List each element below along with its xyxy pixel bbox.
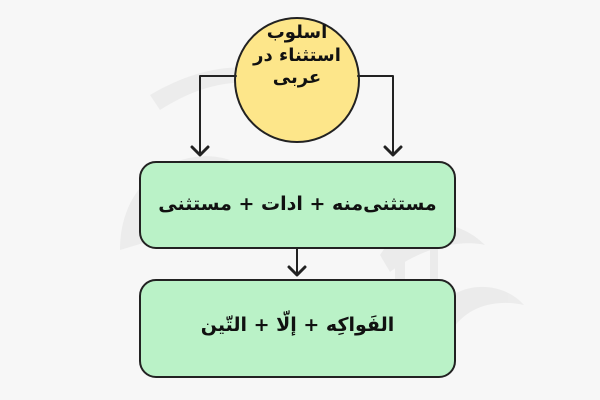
example-box-label: الفَواکِه + إلّا + التّین [200, 314, 395, 336]
top-concept-line-3: عربی [272, 67, 322, 88]
structure-box-label: مستثنی‌منه + ادات + مستثنی [158, 193, 437, 215]
right-connector-arrow [357, 75, 403, 157]
example-box [139, 279, 456, 378]
top-concept-line-2: استثناء در [253, 44, 341, 66]
top-concept-line-1: اسلوب [266, 22, 328, 43]
left-connector-arrow [190, 75, 237, 157]
top-concept-circle [234, 17, 360, 143]
top-concept-label: اسلوب استثناء در عربی [247, 22, 347, 90]
